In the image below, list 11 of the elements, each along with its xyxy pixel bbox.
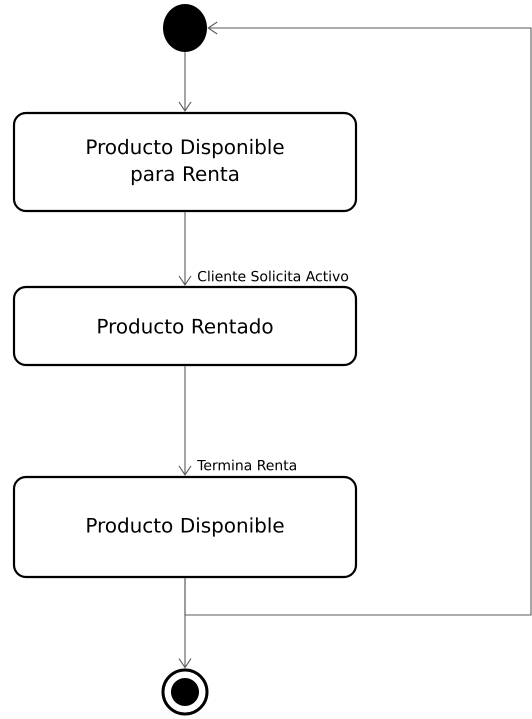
state-box: Producto Rentado (12, 286, 358, 366)
edge-label: Cliente Solicita Activo (198, 270, 348, 282)
arrow (178, 366, 192, 476)
arrow (178, 52, 192, 112)
initial-state (163, 4, 207, 52)
arrow (184, 22, 532, 616)
state-box: Producto Disponible para Renta (12, 112, 358, 212)
final-state (162, 668, 208, 716)
state-box: Producto Disponible (12, 476, 358, 578)
arrow (178, 212, 192, 286)
edge-label: Termina Renta (197, 460, 296, 470)
